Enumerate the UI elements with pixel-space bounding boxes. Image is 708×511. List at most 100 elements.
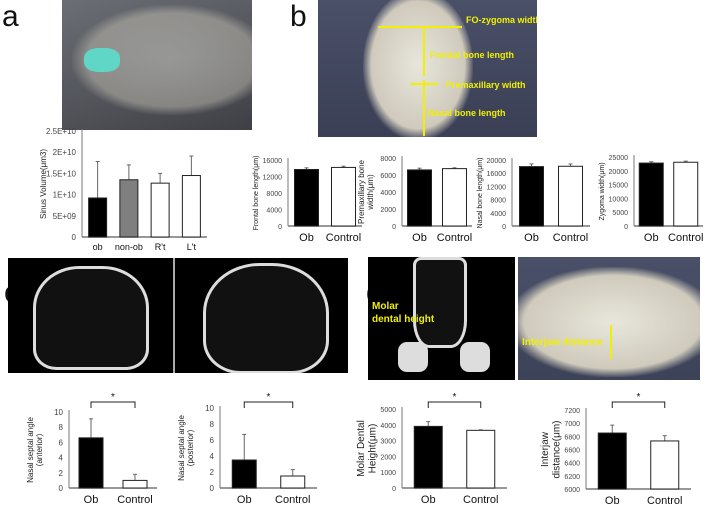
y-axis-label-line: (anterior) [35, 433, 44, 466]
category-label: Control [275, 494, 310, 506]
ct-section [413, 257, 467, 348]
y-tick-label: 7200 [564, 408, 580, 415]
significance-marker: * [453, 392, 457, 403]
y-tick-label: 8000 [266, 191, 282, 198]
y-tick-label: 10 [54, 408, 63, 417]
category-label: Control [668, 232, 703, 244]
significance-marker: * [267, 392, 271, 403]
y-tick-label: 1000 [380, 470, 396, 477]
bar-ob [407, 169, 432, 227]
bar-ob [519, 166, 544, 227]
y-axis-label: Nasal septal angle(posterior) [177, 415, 195, 481]
category-label: L't [187, 242, 197, 252]
category-label: Ob [84, 494, 99, 506]
category-label: Ob [524, 232, 539, 244]
y-tick-label: 8000 [490, 198, 506, 205]
category-label: Control [553, 232, 588, 244]
y-tick-label: 0 [392, 486, 396, 493]
category-label: Ob [421, 494, 436, 506]
category-label: non-ob [115, 242, 143, 252]
y-tick-label: 2E+10 [53, 148, 77, 157]
y-tick-label: 5000 [380, 407, 396, 414]
y-tick-label: 5E+09 [53, 212, 77, 221]
category-label: Ob [644, 232, 659, 244]
y-axis-label-line: width(μm) [366, 174, 375, 211]
frontal-arrow [423, 28, 425, 76]
y-tick-label: 12000 [487, 184, 507, 191]
y-tick-label: 6400 [564, 461, 580, 468]
y-tick-label: 0 [72, 233, 77, 242]
y-tick-label: 6 [59, 438, 64, 447]
y-axis-label: Zygoma width(μm) [599, 162, 606, 220]
y-axis-label-line: distance(μm) [552, 421, 563, 479]
y-axis-label: Molar DentalHeight(μm) [356, 420, 379, 477]
category-label: Control [326, 232, 361, 244]
y-tick-label: 8000 [380, 156, 396, 163]
dental-height-label: dental height [372, 314, 435, 325]
bar-control [280, 475, 306, 489]
y-tick-label: 1.5E+10 [46, 169, 77, 178]
ct-posterior-section [203, 263, 329, 373]
y-tick-label: 2000 [380, 207, 396, 214]
bar-nonob [119, 179, 139, 238]
y-tick-label: 4 [59, 454, 64, 463]
bar-ob [78, 437, 104, 489]
bar-control [673, 161, 699, 227]
skull-dorsal-3d-image: FO-zygoma width Frontal bone length Prem… [318, 0, 537, 137]
panel-letter-a: a [2, 0, 19, 33]
y-axis-label: Frontal bone length(μm) [253, 156, 260, 231]
fo-zygoma-arrow [378, 26, 462, 28]
category-label: Ob [412, 232, 427, 244]
molar-right [460, 342, 490, 372]
bar-control [331, 166, 356, 227]
y-tick-label: 16000 [263, 158, 283, 165]
ct-molar-image: Molar dental height [368, 257, 515, 380]
molar-label: Molar [372, 301, 399, 312]
y-tick-label: 4000 [266, 208, 282, 215]
y-tick-label: 16000 [487, 171, 507, 178]
bar-ob [638, 162, 664, 227]
bar-ob [413, 425, 443, 489]
y-tick-label: 6000 [380, 173, 396, 180]
y-axis-label: Interjawdistance(μm) [540, 421, 563, 479]
y-tick-label: 4000 [490, 211, 506, 218]
skull-shape [363, 0, 473, 137]
y-tick-label: 5000 [612, 210, 628, 217]
skull-shape [518, 267, 700, 377]
y-tick-label: 0 [210, 484, 215, 493]
significance-bracket [243, 401, 294, 408]
y-tick-label: 6600 [564, 448, 580, 455]
y-tick-label: 6800 [564, 434, 580, 441]
y-tick-label: 2.5E+10 [46, 127, 77, 136]
molar-left [398, 342, 428, 372]
y-tick-label: 0 [502, 224, 506, 231]
significance-marker: * [111, 392, 115, 403]
nasal-arrow [423, 80, 425, 136]
category-label: Ob [237, 494, 252, 506]
category-label: Control [463, 494, 498, 506]
y-tick-label: 3000 [380, 439, 396, 446]
y-tick-label: 0 [392, 224, 396, 231]
bar-lt [181, 175, 201, 238]
y-tick-label: 6000 [564, 487, 580, 494]
category-label: Control [117, 494, 152, 506]
bar-ob [597, 432, 627, 490]
y-axis-label: Premaxillary bonewidth(μm) [357, 159, 375, 224]
bar-control [122, 479, 148, 489]
y-axis-label-line: Nasal septal angle [177, 415, 186, 481]
ct-coronal-images [8, 258, 348, 373]
bar-control [558, 165, 583, 227]
panel-letter-b: b [290, 0, 307, 33]
y-tick-label: 8 [59, 423, 64, 432]
y-axis-label-line: Height(μm) [368, 424, 379, 474]
y-axis-label-line: Nasal septal angle [26, 417, 35, 483]
bar-control [650, 440, 680, 490]
y-axis-label-line: Interjaw [540, 431, 551, 467]
y-axis-label-line: (posterior) [186, 429, 195, 466]
bar-control [442, 168, 467, 227]
y-tick-label: 0 [59, 484, 64, 493]
y-tick-label: 0 [624, 224, 628, 231]
y-tick-label: 1E+10 [53, 191, 77, 200]
fo-zygoma-label: FO-zygoma width [466, 15, 537, 25]
